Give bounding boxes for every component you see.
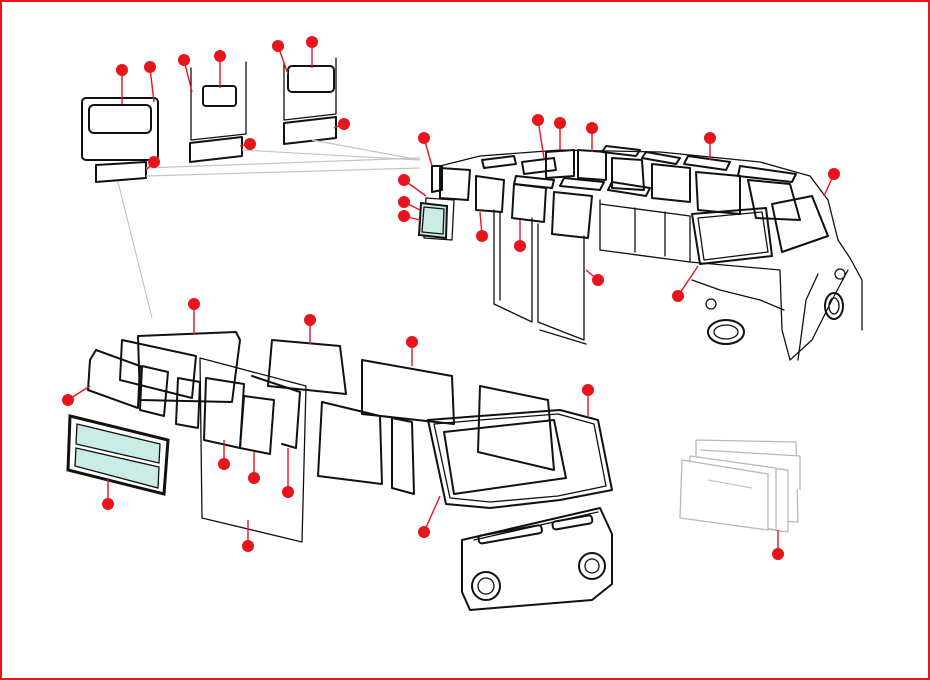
callout-dot-7[interactable] [338,118,350,130]
callout-dot-11[interactable] [532,114,544,126]
lower-windshield-and-seal [427,409,613,509]
callout-dot-22[interactable] [672,290,684,302]
lower-exploded-side-glass [267,339,555,495]
callout-dot-13[interactable] [586,122,598,134]
callout-dot-12[interactable] [554,117,566,129]
callout-dot-23[interactable] [188,298,200,310]
callout-dots [62,36,840,560]
detail-window-set-left [81,97,159,183]
callout-dot-5[interactable] [272,40,284,52]
detail-window-set-right [283,57,337,145]
callout-dot-31[interactable] [282,486,294,498]
callout-dot-18[interactable] [398,210,410,222]
upper-bus-roof-windows [481,145,797,197]
vent-window-glass [417,197,455,241]
callout-dot-19[interactable] [476,230,488,242]
lower-bus-front [461,507,613,611]
callout-dot-6[interactable] [306,36,318,48]
callout-dot-14[interactable] [704,132,716,144]
callout-dot-1[interactable] [116,64,128,76]
callout-dot-30[interactable] [248,472,260,484]
callout-dot-9[interactable] [148,156,160,168]
callout-dot-2[interactable] [144,61,156,73]
callout-dot-3[interactable] [178,54,190,66]
callout-dot-29[interactable] [218,458,230,470]
callout-dot-32[interactable] [242,540,254,552]
callout-dot-26[interactable] [582,384,594,396]
detail-leader-lines [117,139,421,319]
upper-bus-body [439,149,863,361]
upper-bus-seal-strips [493,209,587,345]
callout-dot-25[interactable] [406,336,418,348]
callout-dot-8[interactable] [244,138,256,150]
callout-dot-34[interactable] [772,548,784,560]
upper-bus-windshield [691,195,829,265]
inset-glass-panel [679,439,801,533]
callout-dot-16[interactable] [398,174,410,186]
callout-dot-20[interactable] [514,240,526,252]
louvered-vent-glass [66,414,170,496]
callout-dot-4[interactable] [214,50,226,62]
detail-window-set-middle [189,61,247,163]
lower-exploded-rear-glass [87,331,307,543]
callout-dot-28[interactable] [102,498,114,510]
callout-dot-10[interactable] [418,132,430,144]
callout-dot-27[interactable] [62,394,74,406]
callout-dot-15[interactable] [828,168,840,180]
callout-dot-24[interactable] [304,314,316,326]
callout-dot-17[interactable] [398,196,410,208]
callout-dot-33[interactable] [418,526,430,538]
callout-dot-21[interactable] [592,274,604,286]
upper-bus-side-glass [431,149,801,239]
